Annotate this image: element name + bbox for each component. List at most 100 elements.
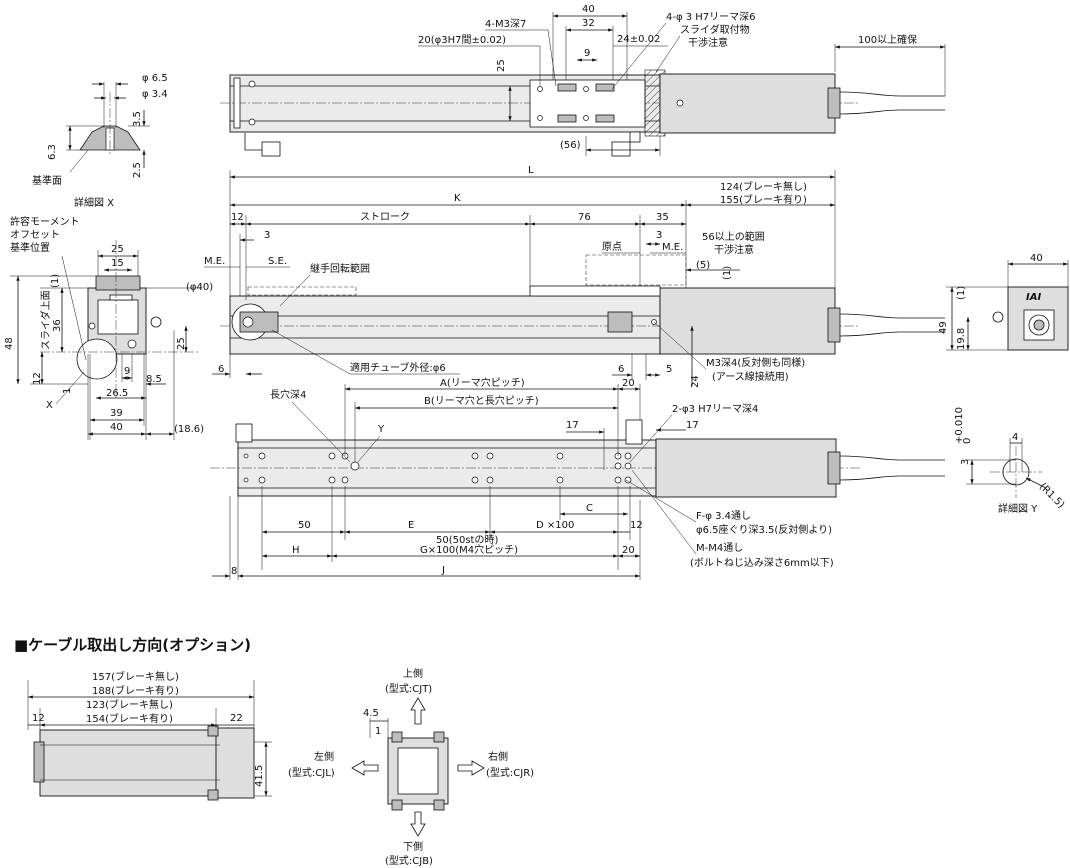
dim-top-100: 100以上確保 (858, 33, 917, 46)
dim-top-56: (56) (560, 140, 581, 151)
dim-end-9: 9 (124, 366, 130, 377)
end-view-left (40, 240, 200, 400)
dim-cable-157: 157(ブレーキ無し) (92, 670, 179, 683)
dim-top-m3: 4-M3深7 (485, 18, 526, 30)
dim-front-24: 24 (690, 375, 701, 388)
dim-D: D ×100 (536, 520, 574, 531)
label-left-side: 左側 (314, 750, 334, 763)
dim-end-25b: 25 (176, 337, 187, 350)
label-slider-top: スライダ上面 (39, 290, 52, 350)
note-56-range: 56以上の範囲 (702, 230, 765, 243)
dim-end-12: 12 (32, 372, 43, 385)
bottom-view (210, 419, 945, 498)
label-allowed-moment: 許容モーメント (10, 215, 80, 228)
label-bottom-side: 下側 (403, 840, 423, 853)
dim-end-25: 25 (111, 244, 124, 255)
label-detail-y: 詳細図 Y (998, 502, 1038, 515)
dim-76: 76 (578, 212, 591, 223)
dim-front-12: 12 (231, 212, 244, 223)
dim-end-265: 26.5 (106, 388, 128, 399)
label-bottom-model: (型式:CJB) (385, 854, 433, 867)
dim-y-tol-upper: +0.010 (954, 407, 965, 444)
dim-y-tol-lower: 0 (962, 438, 973, 444)
dim-cable-415: 41.5 (254, 765, 265, 787)
label-offset: オフセット (10, 229, 60, 241)
front-view (220, 285, 945, 355)
dim-cable-154: 154(ブレーキ有り) (86, 712, 173, 725)
cable-end-view: 4.5 1 (363, 708, 449, 811)
dim-top-20: 20(φ3H7間±0.02) (418, 34, 506, 46)
label-x: X (46, 400, 53, 411)
label-reference-surface: 基準面 (32, 174, 62, 187)
note-interference-2: 干渉注意 (714, 243, 754, 256)
dim-cable-45: 4.5 (363, 708, 379, 719)
cable-side-view: 157(ブレーキ無し) 188(ブレーキ有り) 123(ブレーキ無し) 154(… (27, 670, 272, 801)
dim-cable-188: 188(ブレーキ有り) (92, 684, 179, 697)
label-f-through: F-φ 3.4通し (696, 510, 751, 522)
dim-x-phi65: φ 6.5 (142, 73, 168, 84)
label-top-model: (型式:CJT) (385, 682, 432, 695)
dim-front-6a: 6 (218, 364, 224, 375)
dim-A: A(リーマ穴ピッチ) (440, 376, 525, 389)
dim-bottom-20a: 20 (622, 378, 635, 389)
top-view (220, 69, 945, 157)
label-earth: (アース線接続用) (712, 370, 789, 383)
bottom-view-dims: 長穴深4 A(リーマ穴ピッチ) 20 B(リーマ穴と長穴ピッチ) Y 17 2-… (212, 376, 834, 580)
dim-cable-123: 123(ブレーキ無し) (86, 698, 173, 711)
dim-end-48: 48 (4, 337, 15, 350)
label-left-model: (型式:CJL) (288, 766, 335, 779)
dim-bottom-17b: 17 (686, 420, 699, 431)
dim-right-1: (1) (956, 286, 967, 300)
dim-top-32: 32 (582, 18, 595, 29)
label-joint-rotation: 継手回転範囲 (310, 262, 370, 275)
label-y: Y (377, 424, 385, 435)
dim-front-1: (1) (722, 266, 733, 280)
section-title: ■ケーブル取出し方向(オプション) (14, 636, 251, 654)
dim-K: K (454, 193, 461, 204)
dim-J: J (441, 565, 445, 576)
top-view-dims: 40 32 9 4-M3深7 20(φ3H7間±0.02) 24±0.02 4-… (418, 4, 946, 156)
detail-y: 4 3 +0.010 0 (R1.5) 詳細図 Y (954, 407, 1066, 515)
dim-155: 155(ブレーキ有り) (720, 193, 807, 206)
arrow-left (351, 760, 379, 776)
dim-phi40: (φ40) (186, 282, 213, 293)
dim-top-24: 24±0.02 (617, 34, 660, 45)
dim-x-25: 2.5 (132, 162, 143, 178)
dim-35: 35 (656, 212, 669, 223)
label-me-right: M.E. (662, 242, 683, 253)
dim-bottom-12: 12 (630, 520, 643, 531)
dim-C: C (586, 503, 593, 514)
dim-bottom-50: 50 (298, 520, 311, 531)
label-m3-depth: M3深4(反対側も同様) (706, 356, 805, 369)
label-right-model: (型式:CJR) (486, 766, 534, 779)
dim-end-15: 15 (111, 258, 124, 269)
front-view-dims: L K 124(ブレーキ無し) 155(ブレーキ有り) 12 ストローク 76 … (186, 165, 836, 388)
dim-stroke: ストローク (360, 211, 410, 223)
label-se: S.E. (268, 256, 287, 267)
dim-x-63: 6.3 (47, 144, 58, 160)
dim-end-36: 36 (52, 319, 63, 332)
dim-front-3a: 3 (264, 230, 270, 241)
dim-cable-22: 22 (230, 713, 243, 724)
label-counterbore: φ6.5座ぐり深3.5(反対側より) (696, 523, 832, 536)
dim-y-3: 3 (960, 459, 971, 465)
iai-logo: IAI (1026, 292, 1041, 303)
dim-top-25: 25 (496, 59, 507, 72)
detail-x: φ 6.5 φ 3.4 3.5 6.3 2.5 基準面 詳細図 X (32, 73, 168, 209)
dim-x-phi34: φ 3.4 (142, 89, 168, 100)
dim-end-186: (18.6) (174, 424, 204, 435)
label-tube: 適用チューブ外径:φ6 (350, 361, 446, 374)
dim-L: L (528, 165, 534, 176)
dim-end-85: 8.5 (146, 374, 162, 385)
dim-bottom-8: 8 (231, 566, 237, 577)
dim-top-reamer: 4-φ 3 H7リーマ深6 (666, 11, 756, 23)
label-base-position: 基準位置 (10, 241, 50, 254)
label-m-m4: M-M4通し (696, 542, 743, 554)
dim-bottom-20b: 20 (622, 545, 635, 556)
dim-right-198: 19.8 (956, 328, 967, 350)
note-slider-attachment: スライダ取付物 (680, 23, 750, 36)
label-slot-depth: 長穴深4 (270, 388, 306, 401)
dim-cable-1: 1 (375, 726, 381, 737)
end-view-right: IAI 40 49 19.8 (1) (938, 253, 1069, 351)
